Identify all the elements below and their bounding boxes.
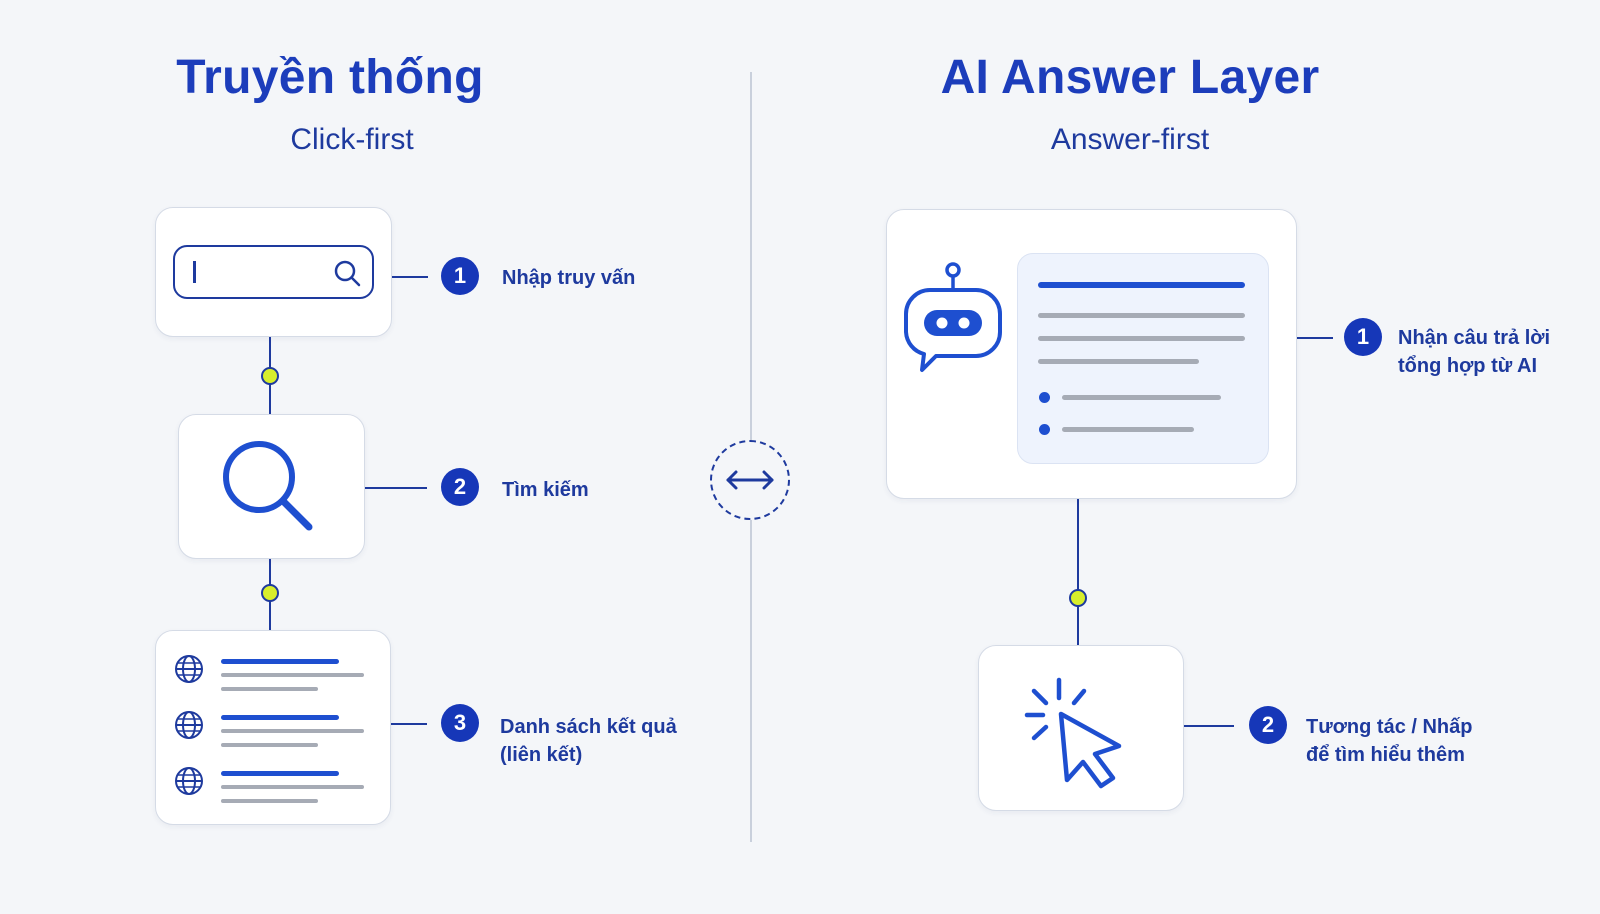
compare-circle <box>710 440 790 520</box>
chatbot-icon <box>904 262 1002 372</box>
step-label: Nhập truy vấn <box>502 267 636 289</box>
right-title: AI Answer Layer <box>940 51 1320 104</box>
globe-icon <box>175 655 203 683</box>
step-connector <box>391 723 427 725</box>
answer-text-line <box>1038 313 1245 318</box>
connector-dot <box>1069 589 1087 607</box>
step-label: Tìm kiếm <box>502 479 589 501</box>
step-connector <box>365 487 427 489</box>
step-label-line1: Tương tác / Nhấp <box>1306 716 1473 738</box>
ai-answer-card <box>886 209 1297 499</box>
step-connector <box>392 276 428 278</box>
step-badge: 1 <box>441 257 479 295</box>
result-text-line <box>221 687 318 691</box>
result-text-line <box>221 785 364 789</box>
answer-heading-line <box>1038 282 1245 288</box>
result-title-line <box>221 715 339 720</box>
left-subtitle: Click-first <box>290 123 414 156</box>
step-label-line1: Nhận câu trả lời <box>1398 327 1551 349</box>
answer-text-line <box>1038 359 1199 364</box>
answer-bullet-line <box>1062 395 1221 400</box>
magnifier-icon <box>223 441 313 531</box>
double-arrow-icon <box>726 470 774 490</box>
answer-text-line <box>1038 336 1245 341</box>
answer-bullet <box>1039 424 1050 435</box>
connector-line <box>1077 499 1079 646</box>
step-label-line1: Danh sách kết quả <box>500 716 677 738</box>
cursor-click-icon <box>1024 677 1122 789</box>
results-card <box>155 630 391 825</box>
step-badge: 2 <box>1249 706 1287 744</box>
connector-dot <box>261 584 279 602</box>
text-caret <box>193 261 196 283</box>
step-badge: 3 <box>441 704 479 742</box>
result-title-line <box>221 771 339 776</box>
search-icon <box>334 260 361 287</box>
answer-bullet <box>1039 392 1050 403</box>
result-title-line <box>221 659 339 664</box>
left-title: Truyền thống <box>176 51 484 104</box>
result-text-line <box>221 673 364 677</box>
step-label-line2: để tìm hiểu thêm <box>1306 744 1465 766</box>
step-badge: 2 <box>441 468 479 506</box>
globe-icon <box>175 711 203 739</box>
search-input <box>173 245 374 299</box>
step-label-line2: tổng hợp từ AI <box>1398 355 1538 377</box>
result-text-line <box>221 799 318 803</box>
right-subtitle: Answer-first <box>1050 123 1210 156</box>
query-card <box>155 207 392 337</box>
result-text-line <box>221 743 318 747</box>
step-label-line2: (liên kết) <box>500 744 583 766</box>
step-connector <box>1297 337 1333 339</box>
search-card <box>178 414 365 559</box>
answer-content <box>1017 253 1269 464</box>
answer-bullet-line <box>1062 427 1194 432</box>
interact-card <box>978 645 1184 811</box>
connector-dot <box>261 367 279 385</box>
globe-icon <box>175 767 203 795</box>
result-text-line <box>221 729 364 733</box>
step-badge: 1 <box>1344 318 1382 356</box>
step-connector <box>1184 725 1234 727</box>
